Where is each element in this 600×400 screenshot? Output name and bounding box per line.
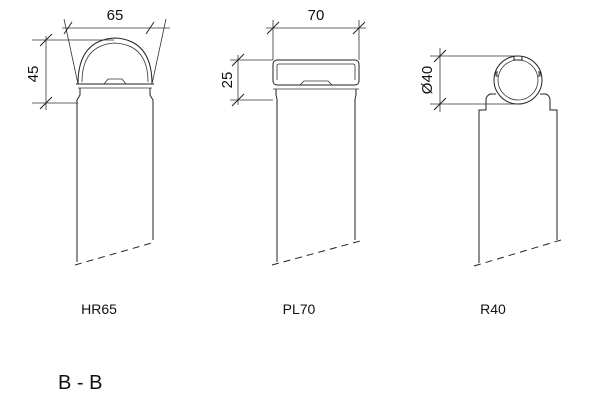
hr65-label: HR65	[81, 301, 117, 317]
r40-diameter-dim: Ø40	[419, 66, 436, 94]
pl70-width-ticks	[266, 21, 366, 35]
hr65-height-ext	[32, 39, 114, 104]
pl70-cap-outer	[272, 59, 360, 86]
hr65-width-ticks	[63, 21, 155, 35]
pl70-break-line	[271, 240, 361, 266]
pl70-post-left	[275, 89, 278, 262]
section-label: B - B	[58, 372, 102, 394]
pl70-height-ext	[230, 59, 273, 101]
pl70-cap-inner	[276, 63, 356, 80]
pl70-post-right	[354, 89, 357, 240]
profile-hr65: 65 45 HR65	[25, 7, 170, 317]
pl70-clip	[299, 80, 333, 86]
r40-break-line	[473, 239, 562, 267]
r40-tube-notches	[495, 56, 541, 77]
pl70-label: PL70	[283, 301, 316, 317]
pl70-width-dim: 70	[308, 7, 325, 24]
hr65-height-dim: 45	[25, 66, 42, 83]
r40-label: R40	[480, 301, 506, 317]
hr65-break-line	[74, 241, 156, 266]
r40-tube-inner	[497, 59, 539, 101]
r40-saddle-left	[478, 93, 496, 115]
r40-diameter-ext	[430, 55, 518, 105]
pl70-width-ext	[272, 20, 360, 60]
profile-pl70: 70 25 PL70	[219, 7, 366, 317]
pl70-height-ticks	[231, 53, 245, 107]
r40-tube-outer	[493, 55, 543, 105]
hr65-width-dim: 65	[107, 7, 124, 24]
hr65-post-right	[149, 88, 154, 240]
r40-diameter-ticks	[433, 49, 447, 111]
hr65-clip	[103, 78, 127, 85]
hr65-post-left	[76, 88, 81, 262]
hr65-width-ext	[63, 18, 167, 85]
profile-r40: Ø40 R40	[419, 48, 562, 317]
pl70-height-dim: 25	[219, 72, 236, 89]
hr65-height-ticks	[39, 33, 53, 110]
hr65-cap-inner	[81, 42, 149, 83]
hr65-cap-outer	[77, 37, 153, 85]
r40-saddle-right	[540, 93, 558, 115]
